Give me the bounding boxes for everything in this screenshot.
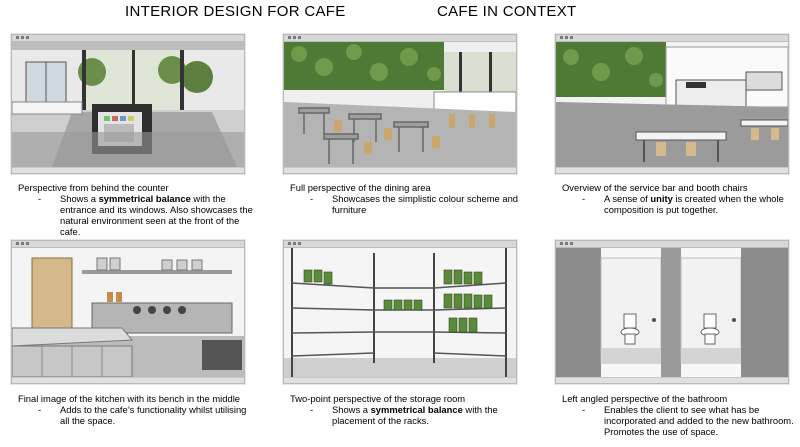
caption-bullet: -Adds to the cafe’s functionality whilst… [38,404,247,426]
viewer-toolbar [556,35,788,42]
counter-perspective-render [11,34,245,174]
caption-bullet: -Shows a symmetrical balance with the en… [38,193,253,237]
viewer-toolbar [12,35,244,42]
bullet-dash: - [310,404,314,415]
caption-kitchen: Final image of the kitchen with its benc… [18,393,253,426]
viewer-toolbar [556,241,788,248]
caption-title: Left angled perspective of the bathroom [562,393,728,404]
caption-title: Full perspective of the dining area [290,182,431,193]
caption-bullet: -Showcases the simplistic colour scheme … [310,193,519,215]
kitchen-render [11,240,245,384]
bullet-dash: - [582,193,586,204]
viewer-toolbar [284,35,516,42]
caption-title: Overview of the service bar and booth ch… [562,182,748,193]
service-bar-render [555,34,789,174]
caption-bathroom: Left angled perspective of the bathroom … [562,393,794,437]
bullet-dash: - [582,404,586,415]
caption-bullet: -A sense of unity is created when the wh… [582,193,784,215]
page-title-right: CAFE IN CONTEXT [437,3,577,20]
bullet-dash: - [310,193,314,204]
caption-title: Perspective from behind the counter [18,182,169,193]
page-title-left: INTERIOR DESIGN FOR CAFE [125,3,346,20]
caption-title: Final image of the kitchen with its benc… [18,393,240,404]
caption-dining: Full perspective of the dining area -Sho… [290,182,525,215]
dining-area-render [283,34,517,174]
caption-title: Two-point perspective of the storage roo… [290,393,466,404]
storage-room-render [283,240,517,384]
bullet-dash: - [38,193,42,204]
bullet-dash: - [38,404,42,415]
viewer-toolbar [12,241,244,248]
caption-bullet: -Enables the client to see what has be i… [582,404,794,437]
viewer-toolbar [284,241,516,248]
caption-bullet: -Shows a symmetrical balance with the pl… [310,404,498,426]
caption-storage: Two-point perspective of the storage roo… [290,393,525,426]
caption-service-bar: Overview of the service bar and booth ch… [562,182,794,215]
caption-counter: Perspective from behind the counter -Sho… [18,182,253,237]
bathroom-render [555,240,789,384]
